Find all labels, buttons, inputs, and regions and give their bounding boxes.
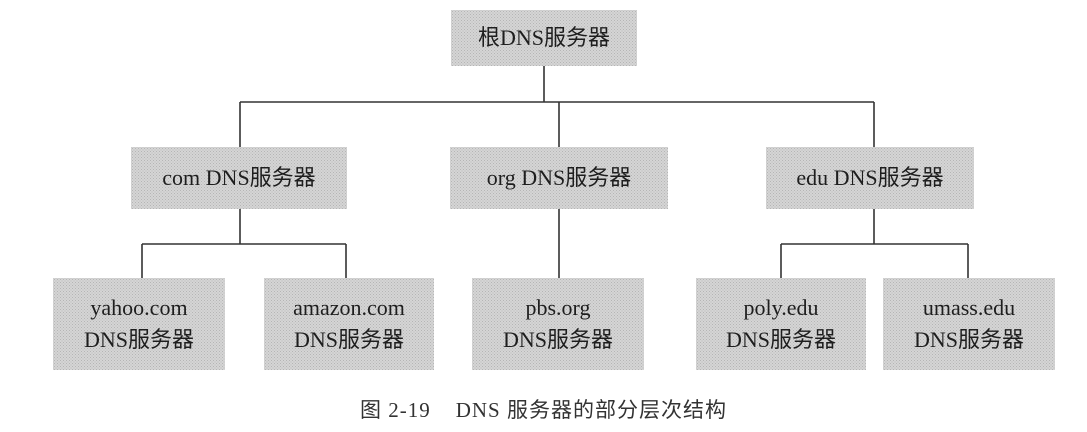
umass-dns-server-node: umass.edu DNS服务器 [883, 278, 1055, 370]
amazon-dns-server-node: amazon.com DNS服务器 [264, 278, 434, 370]
yahoo-dns-server-node: yahoo.com DNS服务器 [53, 278, 225, 370]
pbs-domain-label: pbs.org [525, 295, 591, 320]
edu-dns-server-node: edu DNS服务器 [766, 147, 974, 209]
figure-caption: 图 2-19 DNS 服务器的部分层次结构 [359, 398, 727, 422]
root-dns-server-label: 根DNS服务器 [477, 25, 610, 50]
amazon-server-label: DNS服务器 [293, 327, 404, 352]
yahoo-server-label: DNS服务器 [83, 327, 194, 352]
org-dns-server-label: org DNS服务器 [486, 165, 632, 190]
pbs-dns-server-node: pbs.org DNS服务器 [472, 278, 644, 370]
poly-domain-label: poly.edu [743, 295, 819, 320]
com-dns-server-node: com DNS服务器 [131, 147, 347, 209]
yahoo-domain-label: yahoo.com [90, 295, 188, 320]
amazon-domain-label: amazon.com [293, 295, 405, 320]
poly-dns-server-node: poly.edu DNS服务器 [696, 278, 866, 370]
edu-dns-server-label: edu DNS服务器 [796, 165, 944, 190]
umass-domain-label: umass.edu [922, 295, 1016, 320]
pbs-server-label: DNS服务器 [502, 327, 613, 352]
poly-server-label: DNS服务器 [725, 327, 836, 352]
org-dns-server-node: org DNS服务器 [450, 147, 668, 209]
umass-server-label: DNS服务器 [913, 327, 1024, 352]
root-dns-server-node: 根DNS服务器 [451, 10, 637, 66]
com-dns-server-label: com DNS服务器 [162, 165, 316, 190]
